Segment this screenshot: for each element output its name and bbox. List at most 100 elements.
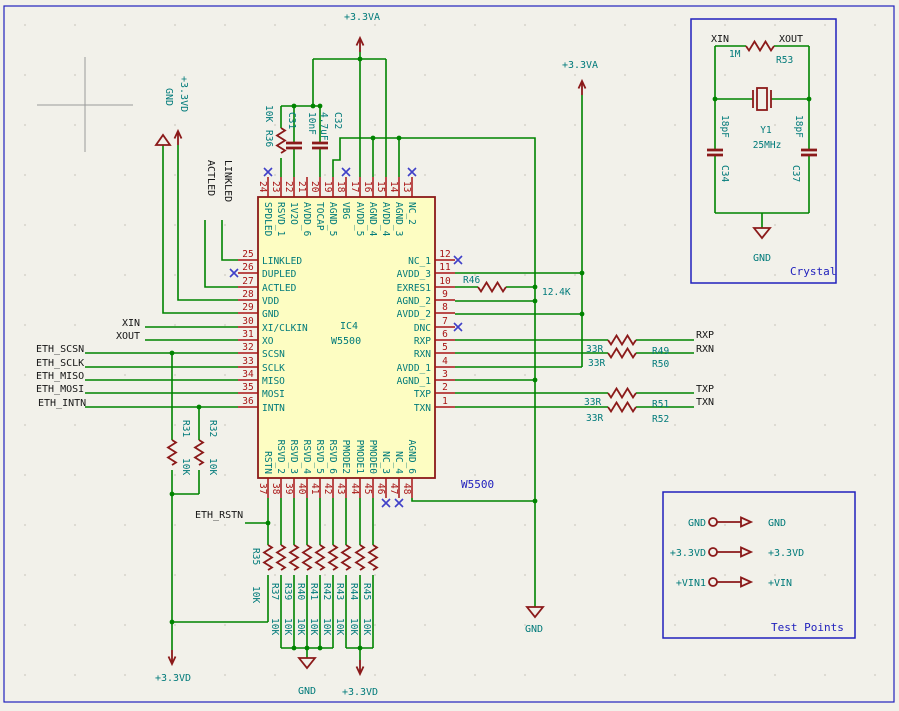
r46-value: 12.4K [542, 287, 571, 298]
svg-text:27: 27 [242, 276, 253, 287]
r53-ref[interactable]: R53 [776, 55, 793, 66]
testpoint-symbol[interactable] [708, 546, 752, 558]
ic-sheet-label[interactable]: W5500 [461, 478, 494, 491]
net-label-rxn: RXN [696, 344, 714, 355]
gnd-symbol[interactable] [526, 606, 544, 618]
tp-right-label[interactable]: +3.3VD [768, 548, 804, 559]
junction-dots [169, 56, 812, 651]
crystal-xin-label[interactable]: XIN [711, 34, 729, 45]
gnd-symbol[interactable] [155, 134, 171, 146]
resistor-R53[interactable] [745, 40, 775, 52]
noconnect-icon[interactable] [229, 268, 239, 278]
ic-value[interactable]: W5500 [331, 336, 361, 347]
noconnect-icon[interactable] [453, 322, 463, 332]
ic-ref[interactable]: IC4 [340, 321, 358, 332]
net-labels[interactable]: XIN XOUT ETH_SCSN ETH_SCLK ETH_MISO ETH_… [36, 160, 714, 521]
svg-text:2: 2 [442, 382, 448, 393]
r31-value: 10K [180, 458, 191, 475]
power-3v3a-symbol[interactable] [577, 80, 587, 96]
noconnect-icon[interactable] [263, 167, 273, 177]
noconnect-icon[interactable] [407, 167, 417, 177]
bottom-pin-numbers[interactable]: 37 38 39 40 41 42 43 44 45 46 47 48 [257, 483, 412, 495]
capacitor-C31[interactable] [284, 141, 304, 150]
resistor-R51[interactable] [607, 387, 637, 399]
noconnect-icon[interactable] [453, 255, 463, 265]
svg-text:NC_2: NC_2 [406, 202, 417, 225]
power-3v3d-symbol[interactable] [355, 659, 365, 675]
gnd-symbol[interactable] [753, 227, 771, 239]
resistor-R32[interactable] [194, 439, 204, 466]
resistor-R49[interactable] [607, 334, 637, 346]
resistor-R31[interactable] [167, 439, 177, 466]
right-pin-numbers[interactable]: 12 11 10 9 8 7 6 5 4 3 2 1 [439, 249, 451, 407]
test-points-sheet-box[interactable] [662, 491, 856, 639]
crystal-sheet-title[interactable]: Crystal [790, 265, 836, 278]
resistor-R40[interactable] [302, 544, 312, 571]
svg-text:SPDLED: SPDLED [262, 202, 273, 237]
net-label-eth-scsn: ETH_SCSN [36, 344, 84, 355]
power-3v3d-symbol[interactable] [167, 649, 177, 665]
ic-pins[interactable] [238, 177, 455, 498]
top-pin-numbers[interactable]: 24 23 22 21 20 19 18 17 16 15 14 13 [257, 181, 412, 193]
resistor-R52[interactable] [607, 401, 637, 413]
resistor-R42[interactable] [328, 544, 338, 571]
resistor-R36[interactable] [276, 127, 286, 154]
svg-text:35: 35 [242, 382, 253, 393]
gnd-symbol[interactable] [298, 657, 316, 669]
resistor-R37[interactable] [276, 544, 286, 571]
tp-right-label[interactable]: +VIN [768, 578, 792, 589]
testpoint-symbol[interactable] [708, 576, 752, 588]
y1-value[interactable]: 25MHz [753, 140, 782, 151]
test-points-sheet-title[interactable]: Test Points [771, 621, 844, 634]
c34-value[interactable]: 18pF [719, 115, 730, 138]
noconnect-icon[interactable] [381, 498, 391, 508]
net-label-txp: TXP [696, 384, 714, 395]
svg-text:45: 45 [362, 483, 373, 494]
capacitor-C37[interactable] [799, 148, 819, 157]
top-pin-names: SPDLED RSVD_1 1V2O AVDD_6 TOCAP AGND_5 V… [262, 202, 417, 237]
net-label-eth-intn: ETH_INTN [38, 398, 86, 409]
svg-text:10: 10 [439, 276, 451, 287]
y1-ref[interactable]: Y1 [760, 125, 772, 136]
tp-right-label[interactable]: GND [768, 518, 786, 529]
c34-ref[interactable]: C34 [719, 165, 730, 182]
svg-text:RSTN: RSTN [262, 451, 273, 474]
capacitor-C34[interactable] [705, 148, 725, 157]
resistor-R50[interactable] [607, 347, 637, 359]
resistor-R35[interactable] [263, 544, 273, 571]
crystal-xout-label[interactable]: XOUT [779, 34, 803, 45]
tp-left-label[interactable]: +VIN1 [676, 578, 706, 589]
net-label-rxp: RXP [696, 330, 714, 341]
component-fields[interactable]: 10K R36 C31 10nF 4.7uF C32 R31 10K R32 1… [180, 105, 669, 635]
c37-value[interactable]: 18pF [793, 115, 804, 138]
tp-left-label[interactable]: +3.3VD [670, 548, 706, 559]
ic-body[interactable] [257, 196, 436, 479]
resistor-R44[interactable] [355, 544, 365, 571]
crystal-Y1[interactable] [752, 87, 772, 111]
power-3v3d-symbol[interactable] [173, 130, 183, 146]
resistor-R45[interactable] [368, 544, 378, 571]
r52-value: 33R [586, 413, 603, 424]
testpoint-symbol[interactable] [708, 516, 752, 528]
r51-ref: R51 [652, 399, 669, 410]
tp-left-label[interactable]: GND [688, 518, 706, 529]
net-label-eth-sclk: ETH_SCLK [36, 358, 84, 369]
crystal-sheet-box[interactable] [690, 18, 837, 284]
crystal-gnd-label[interactable]: GND [753, 253, 771, 264]
resistor-R39[interactable] [289, 544, 299, 571]
r53-value[interactable]: 1M [729, 49, 741, 60]
noconnect-icon[interactable] [394, 498, 404, 508]
resistor-R43[interactable] [341, 544, 351, 571]
resistor-R46[interactable] [477, 281, 507, 293]
resistor-R41[interactable] [315, 544, 325, 571]
c37-ref[interactable]: C37 [790, 165, 801, 182]
wires[interactable] [85, 45, 810, 660]
power-labels[interactable]: +3.3VA +3.3VA GND +3.3VD GND GND +3.3VD … [155, 12, 598, 698]
noconnect-icon[interactable] [341, 167, 351, 177]
svg-text:7: 7 [442, 316, 448, 327]
capacitor-C32[interactable] [310, 141, 330, 150]
svg-text:19: 19 [322, 181, 333, 193]
power-3v3a-symbol[interactable] [355, 37, 365, 53]
left-pin-numbers[interactable]: 25 26 27 28 29 30 31 32 33 34 35 36 [242, 249, 254, 407]
